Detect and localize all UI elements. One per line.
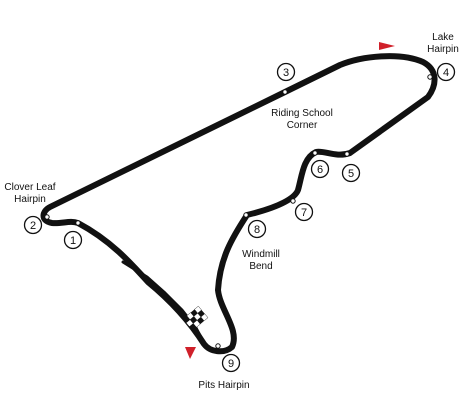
label-windmill-bend-line1: Windmill [242,249,280,260]
direction-flag-bottom [185,347,196,359]
corner-number-1: 1 [70,235,76,247]
corner-marker-3: 3 [276,62,296,82]
corner-marker-1: 1 [63,230,83,250]
corner-number-4: 4 [443,67,449,79]
corner-marker-9: 9 [221,353,241,373]
label-clover-leaf-hairpin-line1: Clover Leaf [4,182,55,193]
label-pits-hairpin: Pits Hairpin [198,380,249,391]
apex-dot-6 [312,150,318,156]
corner-marker-4: 4 [436,62,456,82]
corner-number-7: 7 [301,207,307,219]
label-riding-school-corner-line2: Corner [287,120,318,131]
corner-marker-6: 6 [310,159,330,179]
corner-marker-2: 2 [23,215,43,235]
label-lake-hairpin-line2: Hairpin [427,44,459,55]
label-lake-hairpin-line1: Lake [432,32,454,43]
apex-dot-1 [75,220,81,226]
corner-number-6: 6 [317,164,323,176]
corner-marker-8: 8 [247,219,267,239]
track-outline [40,53,438,355]
corner-number-8: 8 [254,224,260,236]
label-windmill-bend-line2: Bend [249,261,272,272]
start-finish-checkered-flag [183,305,209,331]
apex-dot-2 [44,214,50,220]
corner-number-5: 5 [348,168,354,180]
label-clover-leaf-hairpin-line2: Hairpin [14,194,46,205]
corner-number-3: 3 [283,67,289,79]
apex-dot-9 [215,343,221,349]
corner-number-9: 9 [228,358,234,370]
corner-number-2: 2 [30,220,36,232]
apex-dot-3 [282,89,288,95]
apex-dot-4 [427,74,433,80]
corner-marker-5: 5 [341,163,361,183]
apex-dot-5 [344,151,350,157]
apex-dot-7 [290,198,296,204]
apex-dot-8 [243,212,249,218]
label-riding-school-corner-line1: Riding School [271,108,333,119]
corner-marker-7: 7 [294,202,314,222]
direction-flag-top [379,42,395,50]
